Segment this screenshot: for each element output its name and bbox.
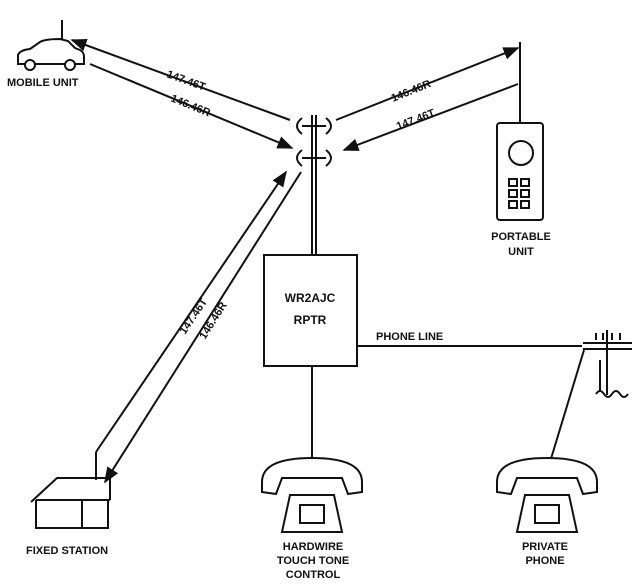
utility-pole-icon bbox=[583, 330, 632, 398]
house-icon bbox=[30, 452, 111, 529]
mobile-rx-freq: 146.46R bbox=[169, 93, 212, 120]
portable-unit-label-line2: UNIT bbox=[508, 246, 534, 258]
hardwire-label-line2: TOUCH TONE bbox=[277, 555, 349, 567]
repeater-box bbox=[263, 254, 358, 367]
walkie-talkie-icon bbox=[496, 42, 544, 221]
antenna-icon bbox=[296, 115, 332, 255]
telephone-icon bbox=[261, 456, 363, 533]
private-phone-label-line1: PRIVATE bbox=[522, 541, 568, 553]
portable-rx-freq: 146.46R bbox=[390, 78, 433, 105]
repeater-label-line1: WR2AJC bbox=[285, 291, 336, 305]
repeater-label-line2: RPTR bbox=[294, 313, 327, 327]
hardwire-label-line1: HARDWIRE bbox=[283, 541, 344, 553]
hardwire-label-line3: CONTROL bbox=[286, 569, 341, 581]
mobile-unit-label: MOBILE UNIT bbox=[7, 77, 79, 89]
mobile-tx-freq: 147.46T bbox=[165, 69, 207, 94]
telephone-icon bbox=[496, 456, 598, 533]
portable-tx-freq: 147.46T bbox=[395, 107, 437, 133]
fixed-station-label: FIXED STATION bbox=[26, 545, 108, 557]
phone-line-label: PHONE LINE bbox=[376, 331, 443, 343]
portable-unit-label-line1: PORTABLE bbox=[491, 231, 551, 243]
car-icon bbox=[17, 20, 85, 71]
private-phone-label-line2: PHONE bbox=[525, 555, 564, 567]
